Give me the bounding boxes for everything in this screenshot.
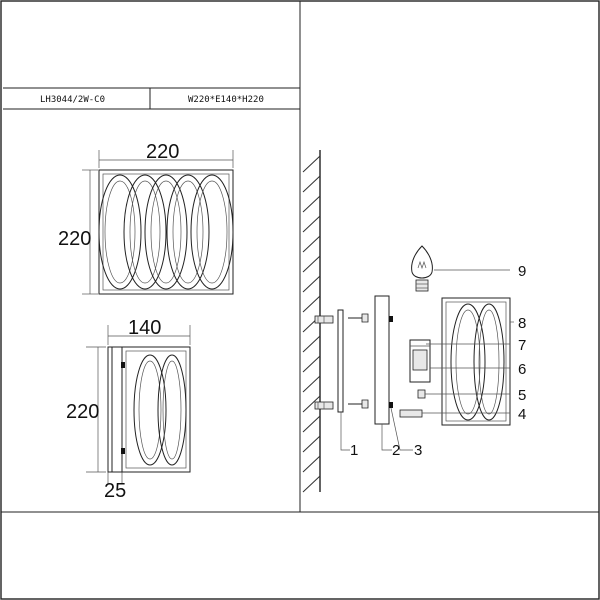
side-lattice	[133, 354, 187, 466]
bracket	[374, 295, 390, 425]
leader-lines	[340, 269, 514, 451]
part-label-1: 1	[350, 442, 358, 459]
title-block: LH3044/2W-C0 W220*E140*H220	[3, 87, 300, 110]
side-view: 140 220 25	[66, 317, 191, 502]
part-label-7: 7	[518, 337, 526, 354]
front-view: 220 220	[58, 141, 234, 295]
part-label-2: 2	[392, 442, 400, 459]
part-label-5: 5	[518, 387, 526, 404]
shade	[441, 297, 511, 426]
side-wallplate	[107, 346, 113, 473]
side-screw-bottom	[121, 448, 125, 454]
threaded-rod	[399, 409, 423, 418]
side-screw-top	[121, 362, 125, 368]
side-height-label: 220	[66, 401, 99, 423]
model-code: LH3044/2W-C0	[40, 95, 105, 105]
mounting-plate	[337, 309, 344, 413]
front-width-label: 220	[146, 141, 179, 163]
bulb	[411, 245, 433, 292]
wall-anchors	[314, 315, 334, 410]
mounting-screws	[348, 313, 369, 409]
side-base-label: 25	[104, 480, 126, 502]
size-spec: W220*E140*H220	[188, 95, 264, 105]
front-frame-inner	[102, 173, 230, 291]
side-shade-frame	[121, 346, 191, 473]
part-label-6: 6	[518, 361, 526, 378]
side-bracket	[111, 346, 123, 473]
part-labels: 1 2 3 4 5 6 7 8 9	[350, 263, 526, 459]
part-label-9: 9	[518, 263, 526, 280]
part-label-3: 3	[414, 442, 422, 459]
side-depth-label: 140	[128, 317, 161, 339]
socket	[409, 339, 431, 383]
front-height-label: 220	[58, 228, 91, 250]
part-label-4: 4	[518, 406, 526, 423]
front-lattice	[98, 174, 234, 290]
part-label-8: 8	[518, 315, 526, 332]
nut	[417, 389, 426, 399]
